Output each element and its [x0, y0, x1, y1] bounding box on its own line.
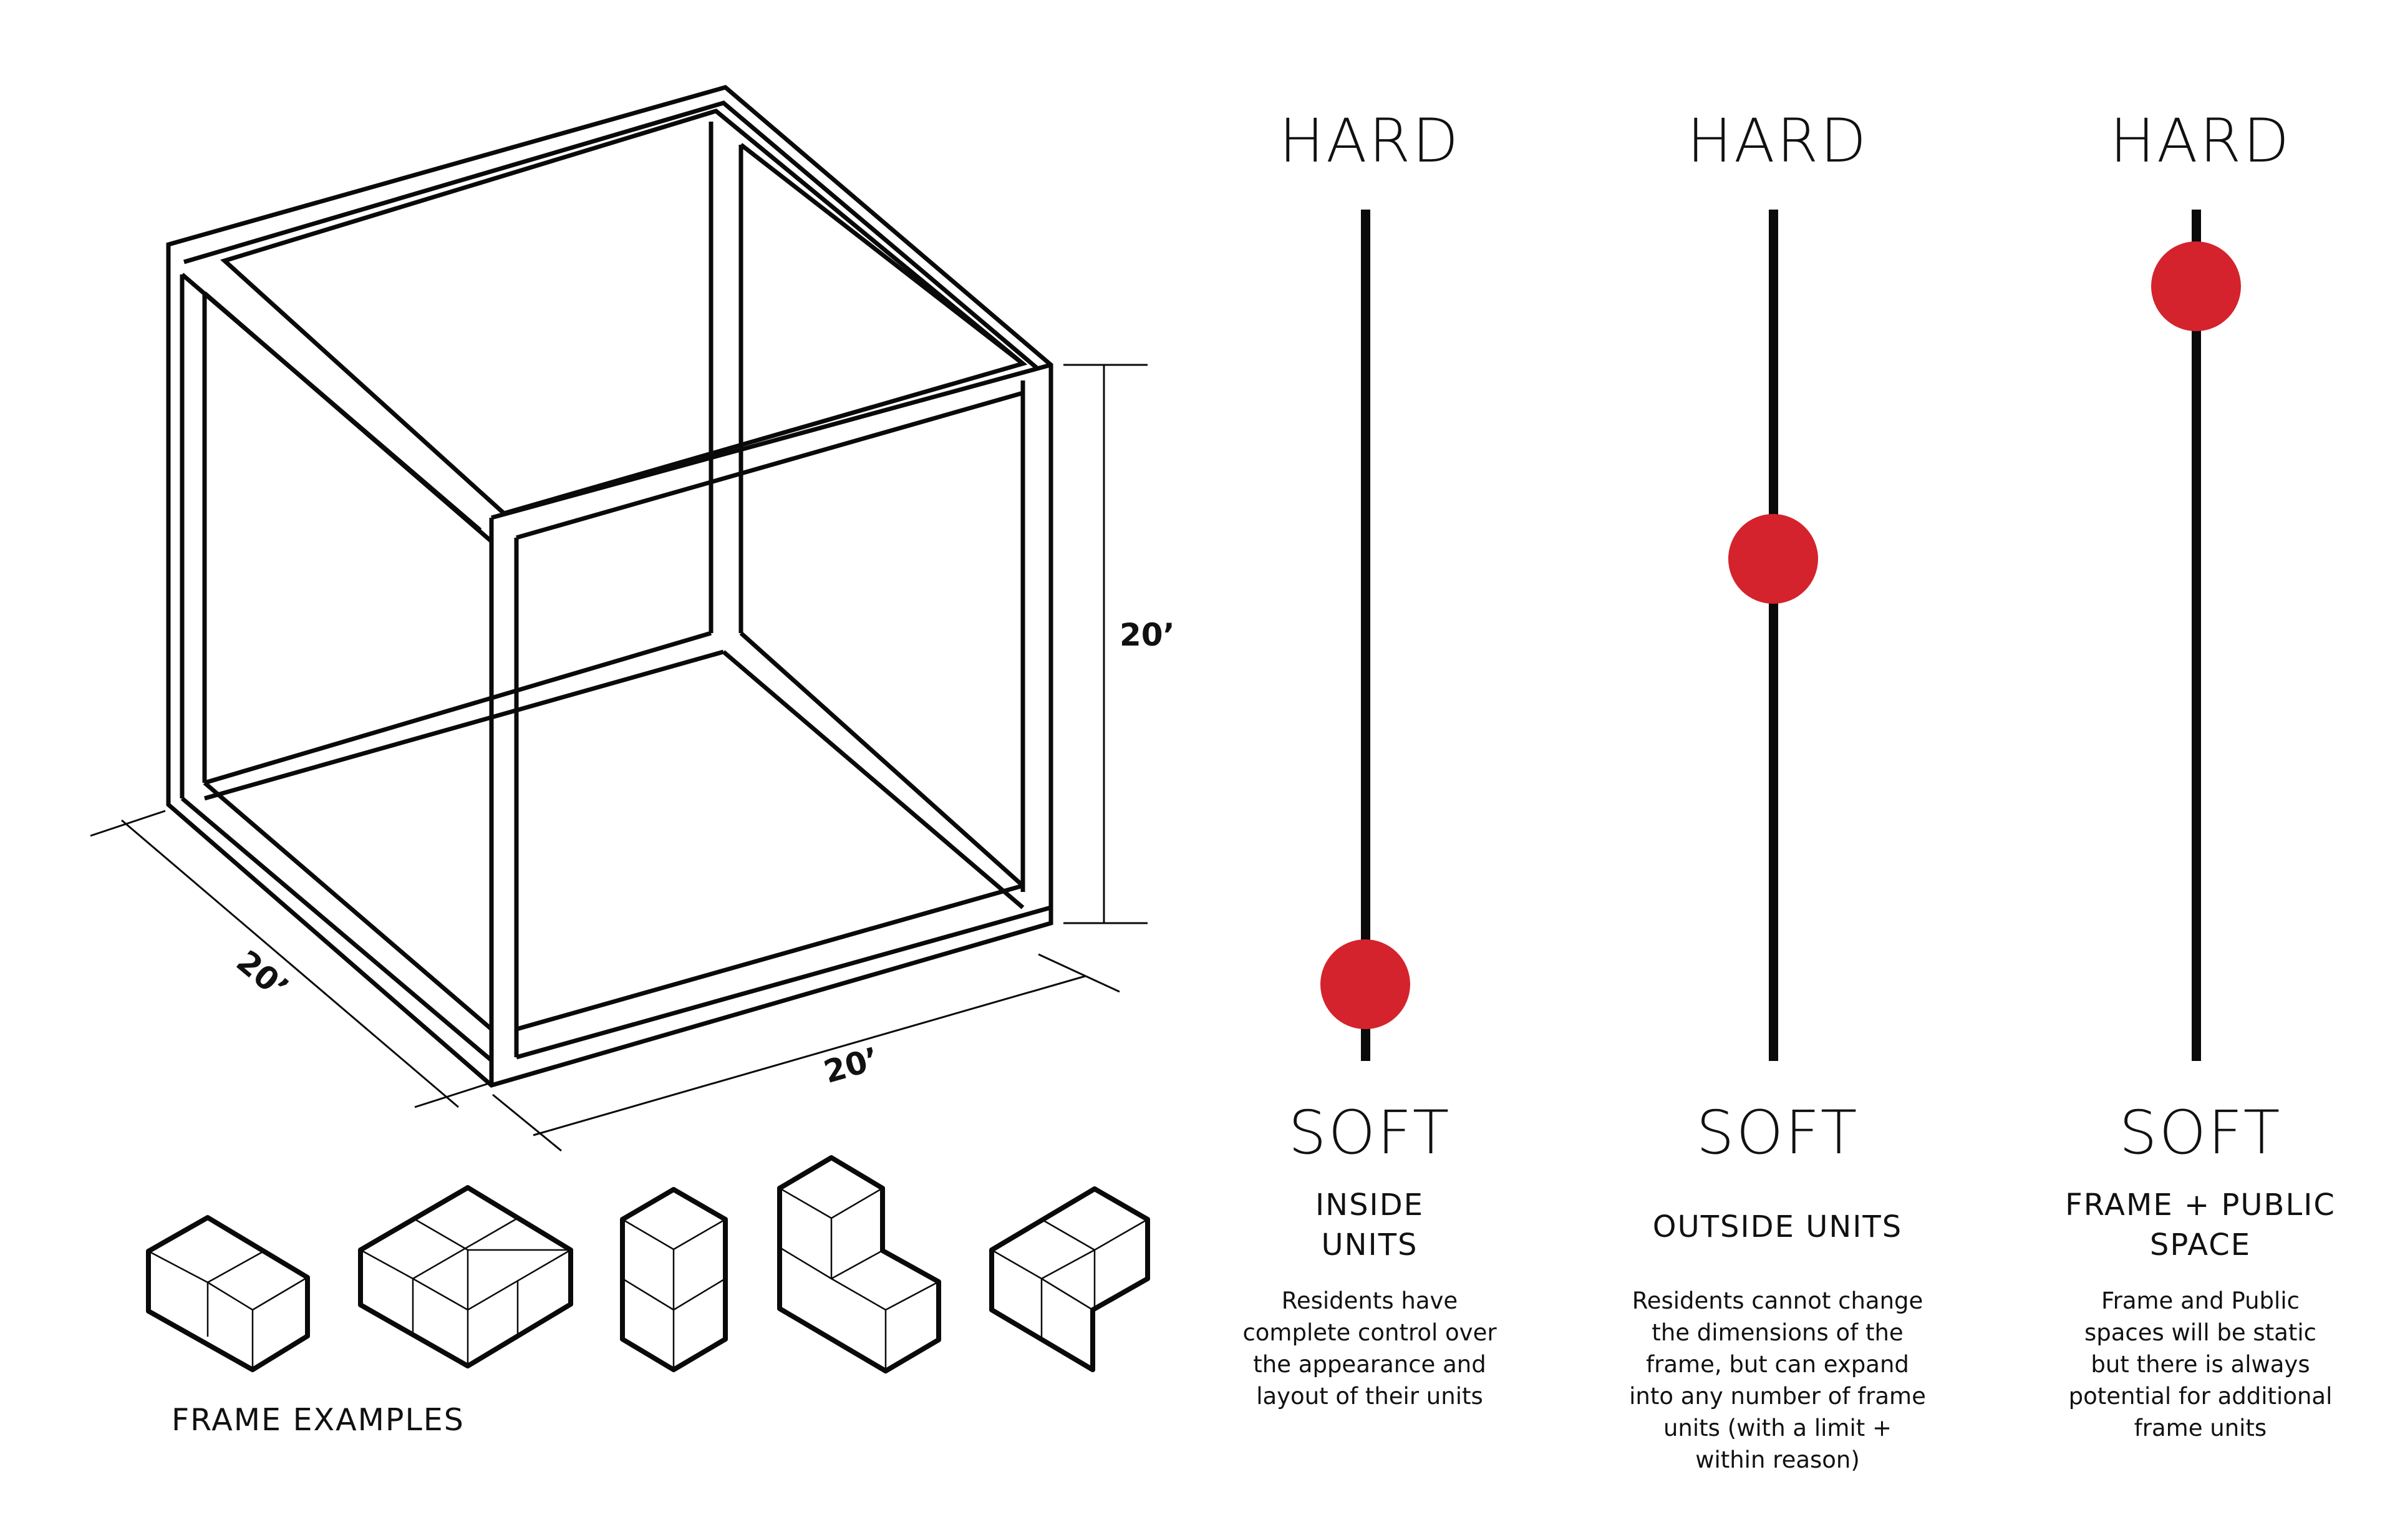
hard-label: HARD	[2109, 106, 2291, 176]
scale-description: Frame and Public spaces will be static b…	[1982, 1285, 2395, 1444]
slider-indicator	[1320, 939, 1410, 1030]
scale-title-line: SPACE	[2149, 1228, 2252, 1262]
description-line: frame, but can expand	[1646, 1351, 1909, 1378]
scale-title-line: INSIDE	[1315, 1188, 1424, 1223]
description-line: spaces will be static	[2084, 1319, 2317, 1346]
dimension-lines	[90, 364, 1148, 1152]
soft-label: SOFT	[1288, 1098, 1451, 1168]
description-line: potential for additional	[2068, 1383, 2333, 1410]
description-line: layout of their units	[1256, 1383, 1483, 1410]
scale-outside-units: HARD SOFT OUTSIDE UNITS Residents cannot…	[1559, 0, 1996, 1540]
description-line: Frame and Public	[2101, 1287, 2300, 1314]
hard-label: HARD	[1686, 106, 1869, 176]
scale-track	[1769, 210, 1778, 1061]
description-line: complete control over	[1242, 1319, 1497, 1346]
scale-title: OUTSIDE UNITS	[1559, 1207, 1996, 1247]
height-dimension-label: 20’	[1120, 617, 1175, 653]
scale-inside-units: HARD SOFT INSIDE UNITS Residents have co…	[1151, 0, 1588, 1540]
scale-title: FRAME + PUBLIC SPACE	[1982, 1185, 2395, 1265]
depth-dimension-label: 20’	[230, 943, 295, 1006]
scale-description: Residents cannot change the dimensions o…	[1559, 1285, 1996, 1476]
frame-examples-label: FRAME EXAMPLES	[172, 1402, 465, 1438]
scale-title-line: UNITS	[1321, 1228, 1418, 1262]
description-line: the dimensions of the	[1652, 1319, 1904, 1346]
scale-title: INSIDE UNITS	[1151, 1185, 1588, 1265]
description-line: units (with a limit +	[1663, 1415, 1892, 1441]
scale-title-line: FRAME + PUBLIC	[2065, 1188, 2336, 1223]
soft-label: SOFT	[1696, 1098, 1859, 1168]
description-line: within reason)	[1695, 1446, 1860, 1473]
scale-title-line: OUTSIDE UNITS	[1652, 1209, 1903, 1244]
slider-indicator	[2151, 241, 2241, 331]
width-dimension-label: 20’	[820, 1040, 883, 1090]
frame-example-2	[358, 1185, 573, 1368]
description-line: the appearance and	[1253, 1351, 1486, 1378]
scale-track	[1361, 210, 1370, 1061]
scale-track	[2192, 210, 2201, 1061]
scale-description: Residents have complete control over the…	[1151, 1285, 1588, 1412]
frame-example-5	[989, 1186, 1150, 1372]
description-line: frame units	[2134, 1415, 2267, 1441]
cube-frame	[166, 85, 1053, 1088]
description-line: Residents have	[1281, 1287, 1458, 1314]
scale-frame-public-space: HARD SOFT FRAME + PUBLIC SPACE Frame and…	[1982, 0, 2395, 1540]
soft-label: SOFT	[2119, 1098, 2282, 1168]
description-line: Residents cannot change	[1632, 1287, 1923, 1314]
frame-example-1	[146, 1215, 310, 1372]
hard-label: HARD	[1279, 106, 1461, 176]
description-line: but there is always	[2091, 1351, 2310, 1378]
description-line: into any number of frame	[1629, 1383, 1926, 1410]
frame-examples	[146, 1155, 1150, 1373]
slider-indicator	[1728, 513, 1818, 604]
frame-example-4	[777, 1155, 941, 1373]
frame-example-3	[620, 1187, 728, 1372]
